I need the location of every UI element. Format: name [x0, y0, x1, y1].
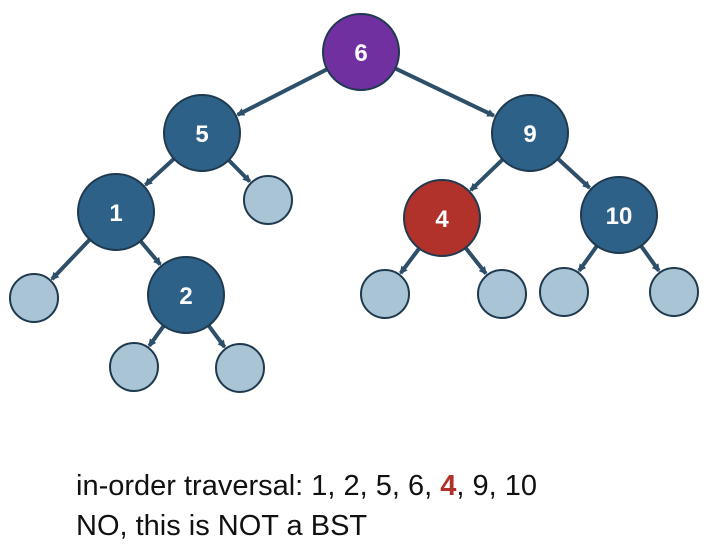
bst-verdict: NO, this is NOT a BST [76, 510, 368, 542]
node-label: 6 [354, 40, 367, 67]
edge-n5-e5r [225, 157, 252, 183]
edge-n4-e4r [462, 245, 488, 275]
empty-leaf-node [477, 269, 527, 319]
empty-leaf-node [649, 267, 699, 317]
empty-leaf-node [243, 175, 293, 225]
node-circle [77, 173, 155, 251]
node-layer: 6 5 9 1 4 10 2 [9, 13, 699, 393]
node-label: 5 [195, 121, 208, 148]
edge-n9-n10 [555, 155, 591, 190]
edge-n6-n5 [236, 66, 330, 117]
node-circle [322, 13, 400, 91]
empty-leaf-node [9, 273, 59, 323]
tree-node-5: 5 [163, 94, 241, 172]
traversal-suffix: , 9, 10 [456, 470, 538, 502]
edge-n2-e2r [205, 322, 227, 349]
node-circle [491, 94, 569, 172]
node-circle [649, 267, 699, 317]
node-label: 2 [179, 283, 192, 310]
tree-diagram: 6 5 9 1 4 10 2 [9, 13, 699, 393]
edge-n1-e1l [50, 236, 93, 281]
node-label: 10 [606, 203, 633, 230]
tree-node-2: 2 [147, 256, 225, 334]
edge-layer [50, 65, 661, 349]
edge-n10-e10r [638, 243, 661, 273]
node-circle [109, 342, 159, 392]
edge-n1-n2 [137, 238, 162, 266]
node-circle [9, 273, 59, 323]
empty-leaf-node [109, 342, 159, 392]
edge-n9-n4 [469, 156, 506, 192]
node-circle [403, 179, 481, 257]
node-circle [580, 176, 658, 254]
node-circle [477, 269, 527, 319]
tree-node-1: 1 [77, 173, 155, 251]
node-label: 1 [109, 200, 122, 227]
traversal-prefix: in-order traversal: 1, 2, 5, 6, [76, 470, 441, 502]
node-circle [539, 267, 589, 317]
traversal-caption: in-order traversal: 1, 2, 5, 6, 4, 9, 10 [76, 470, 537, 503]
node-circle [163, 94, 241, 172]
edge-n10-e10l [577, 243, 600, 273]
edge-n5-n1 [144, 155, 177, 187]
empty-leaf-node [215, 343, 265, 393]
empty-leaf-node [360, 269, 410, 319]
node-circle [243, 175, 293, 225]
tree-node-4: 4 [403, 179, 481, 257]
node-circle [215, 343, 265, 393]
node-circle [147, 256, 225, 334]
node-label: 4 [435, 206, 449, 233]
tree-node-10: 10 [580, 176, 658, 254]
tree-node-9: 9 [491, 94, 569, 172]
tree-node-6: 6 [322, 13, 400, 91]
edge-n4-e4l [399, 245, 422, 275]
traversal-highlight: 4 [440, 470, 457, 502]
empty-leaf-node [539, 267, 589, 317]
edge-n6-n9 [392, 65, 496, 118]
node-label: 9 [523, 121, 536, 148]
edge-n2-e2l [147, 323, 167, 348]
node-circle [360, 269, 410, 319]
